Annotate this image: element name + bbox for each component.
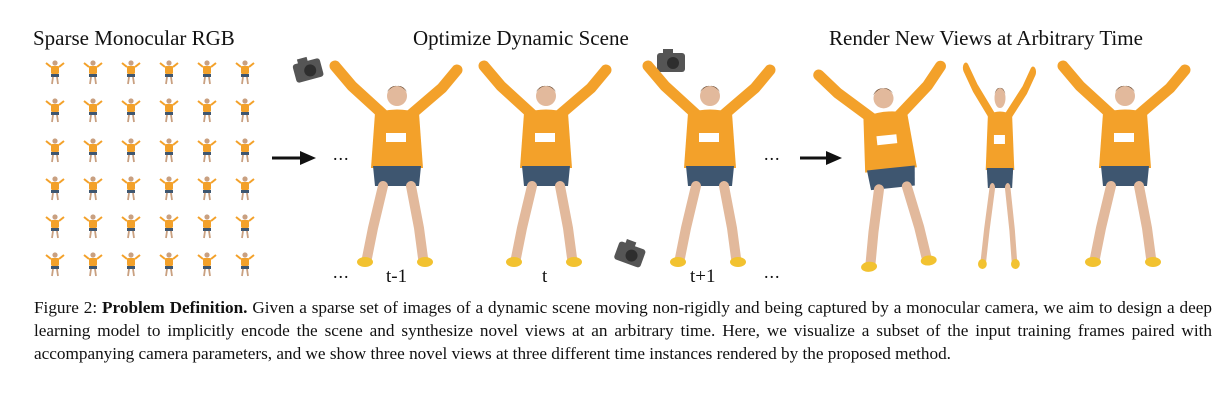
camera-icon xyxy=(657,49,685,72)
render-header: Render New Views at Arbitrary Time xyxy=(829,26,1143,50)
camera-icon xyxy=(613,236,648,269)
ellipsis: ... xyxy=(764,262,781,282)
ellipsis: ... xyxy=(333,144,350,164)
novel-view-2 xyxy=(966,68,1033,269)
input-frames-grid xyxy=(45,59,255,277)
figure-caption: Figure 2: Problem Definition. Given a sp… xyxy=(34,297,1212,365)
arrow-right-icon xyxy=(272,151,316,165)
frame-t-plus-1 xyxy=(648,66,770,267)
novel-view-1 xyxy=(819,62,961,275)
caption-title: Problem Definition. xyxy=(102,298,248,317)
camera-icon xyxy=(291,53,325,84)
frame-t xyxy=(484,66,606,267)
figure-label: Figure 2: xyxy=(34,298,98,317)
time-label: t+1 xyxy=(690,266,716,287)
ellipsis: ... xyxy=(333,262,350,282)
novel-view-3 xyxy=(1063,66,1185,267)
caption-body: Given a sparse set of images of a dynami… xyxy=(34,298,1212,363)
optimize-header: Optimize Dynamic Scene xyxy=(413,26,629,50)
time-label: t-1 xyxy=(386,266,408,287)
figure-graphic xyxy=(45,49,1231,290)
arrow-right-icon xyxy=(800,151,842,165)
time-label: t xyxy=(542,266,548,287)
frame-t-minus-1 xyxy=(335,66,457,267)
input-header: Sparse Monocular RGB xyxy=(33,26,235,50)
ellipsis: ... xyxy=(764,144,781,164)
